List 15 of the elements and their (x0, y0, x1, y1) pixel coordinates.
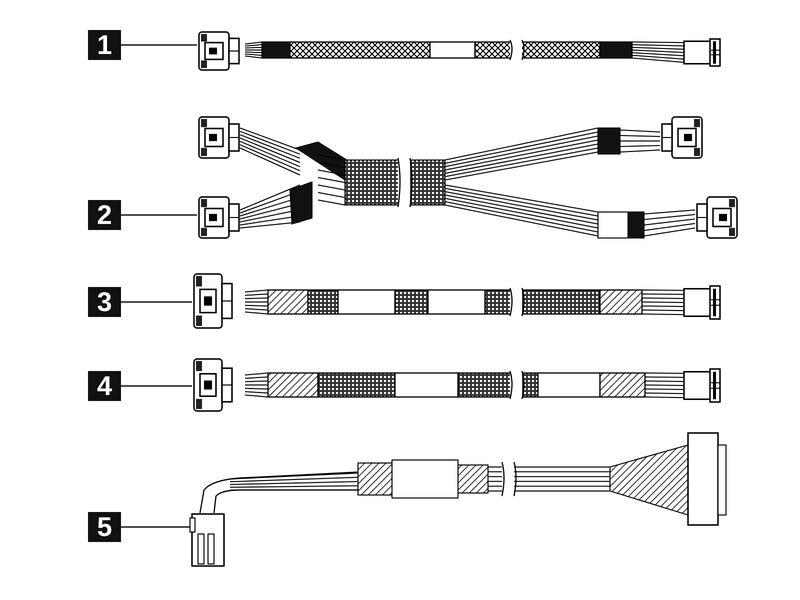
callout-number: 3 (88, 287, 121, 317)
connector-drawing (197, 30, 241, 72)
connector-drawing (192, 272, 234, 330)
leader-line (121, 526, 190, 528)
connector-drawing (197, 195, 241, 240)
callout-number: 4 (88, 371, 121, 401)
leader-line (121, 44, 197, 46)
callout-number: 5 (88, 512, 121, 542)
connector-drawing (192, 357, 234, 413)
callout-number: 2 (88, 200, 121, 230)
leader-line (121, 214, 197, 216)
connector-drawing (190, 512, 226, 568)
leader-line (121, 385, 192, 387)
leader-line (121, 301, 192, 303)
callout-number: 1 (88, 30, 121, 60)
